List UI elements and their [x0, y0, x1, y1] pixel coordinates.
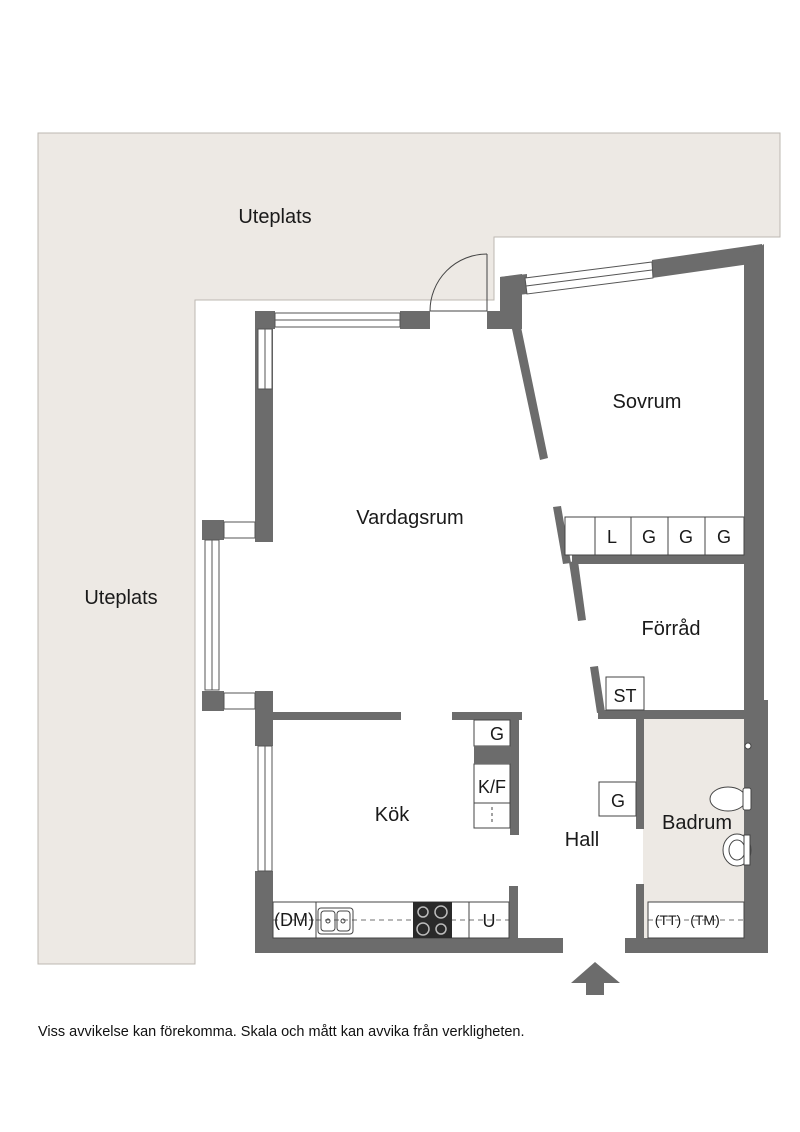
room-label-forrad: Förråd: [642, 618, 701, 640]
kitchen-counter: [272, 901, 510, 939]
bathroom-fixtures: [647, 742, 752, 939]
oven-label: U: [483, 911, 496, 931]
hall-g-box: [598, 781, 637, 817]
storage-st-label: ST: [613, 686, 636, 706]
room-label-kok: Kök: [375, 804, 410, 826]
storage-st-box: [605, 676, 645, 711]
wardrobe-g3-label: G: [717, 527, 731, 547]
dryer-label: (TT): [655, 912, 681, 928]
room-label-uteplats-left: Uteplats: [84, 587, 157, 609]
kitchen-tall-cabinets: [473, 719, 511, 829]
entrance-arrow-icon: [571, 962, 620, 995]
room-label-vardagsrum: Vardagsrum: [356, 507, 463, 529]
wardrobe-g2-label: G: [679, 527, 693, 547]
room-label-uteplats-top: Uteplats: [238, 206, 311, 228]
windows: [204, 261, 654, 872]
terrace-area: [37, 132, 781, 965]
wardrobe-l-label: L: [607, 527, 617, 547]
room-label-hall: Hall: [565, 829, 599, 851]
room-label-badrum: Badrum: [662, 812, 732, 834]
kitchen-g-label: G: [490, 724, 504, 744]
room-label-sovrum: Sovrum: [613, 391, 682, 413]
sink-icon: [317, 907, 354, 935]
fridge-freezer-label: K/F: [478, 777, 506, 797]
disclaimer-text: Viss avvikelse kan förekomma. Skala och …: [38, 1024, 525, 1040]
wardrobes: [564, 516, 745, 556]
terrace-door: [429, 253, 488, 312]
dishwasher-label: (DM): [274, 910, 314, 930]
wardrobe-g1-label: G: [642, 527, 656, 547]
washer-label: (TM): [690, 912, 720, 928]
hall-g-label: G: [611, 791, 625, 811]
